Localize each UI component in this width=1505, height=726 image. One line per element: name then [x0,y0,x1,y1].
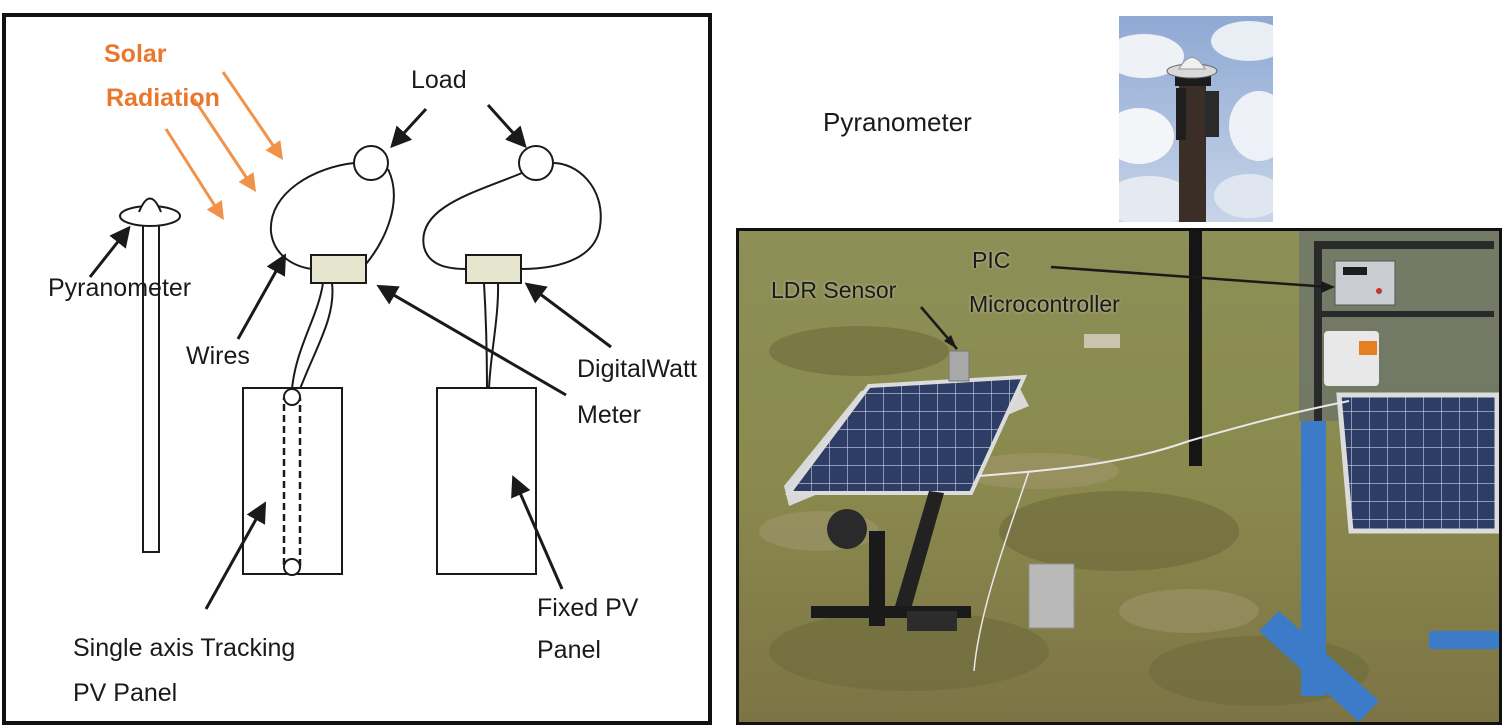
tracking-circuit [269,145,395,390]
fixed-watt-meter [465,254,522,284]
pyranometer-photo-caption: Pyranometer [823,107,972,137]
solar-radiation-arrows [164,71,284,221]
pyranometer-label: Pyranometer [48,274,192,302]
pic-label-line1: PIC [972,247,1011,273]
pyranometer-symbol [119,197,181,553]
load-arrow-left [390,107,428,149]
wattmeter-arrow-right [524,282,612,349]
tracking-panel-arrow [204,501,267,610]
load-arrow-right [486,103,527,149]
schematic-drawing [88,71,612,610]
solar-radiation-label-line1: Solar [104,40,167,68]
tracking-panel-label-line2: PV Panel [73,679,178,707]
ldr-sensor-label: LDR Sensor [771,277,897,303]
fixed-panel-label-line1: Fixed PV [537,594,639,622]
fixed-panel-label-line2: Panel [537,636,601,664]
pyranometer-pointer-arrow [88,225,131,278]
wires-arrow [236,253,287,340]
tracking-panel-label-line1: Single axis Tracking [73,634,296,662]
wattmeter-arrow-left [376,284,567,397]
tracking-watt-meter [310,254,367,284]
fixed-circuit [422,145,602,390]
schematic-diagram: Solar Radiation Load Pyranometer Wires D… [2,13,712,725]
wattmeter-label-line1: DigitalWatt [577,355,697,383]
fixed-pv-panel [436,387,537,575]
field-setup-photo: LDR Sensor PIC Microcontroller [736,228,1502,725]
solar-radiation-label-line2: Radiation [106,84,220,112]
pic-label-line2: Microcontroller [969,291,1120,317]
load-label: Load [411,66,467,94]
wires-label: Wires [186,342,250,370]
wattmeter-label-line2: Meter [577,401,641,429]
fixed-panel-arrow [511,475,564,590]
tracking-pv-panel [242,387,343,576]
pyranometer-photo [1119,16,1273,222]
